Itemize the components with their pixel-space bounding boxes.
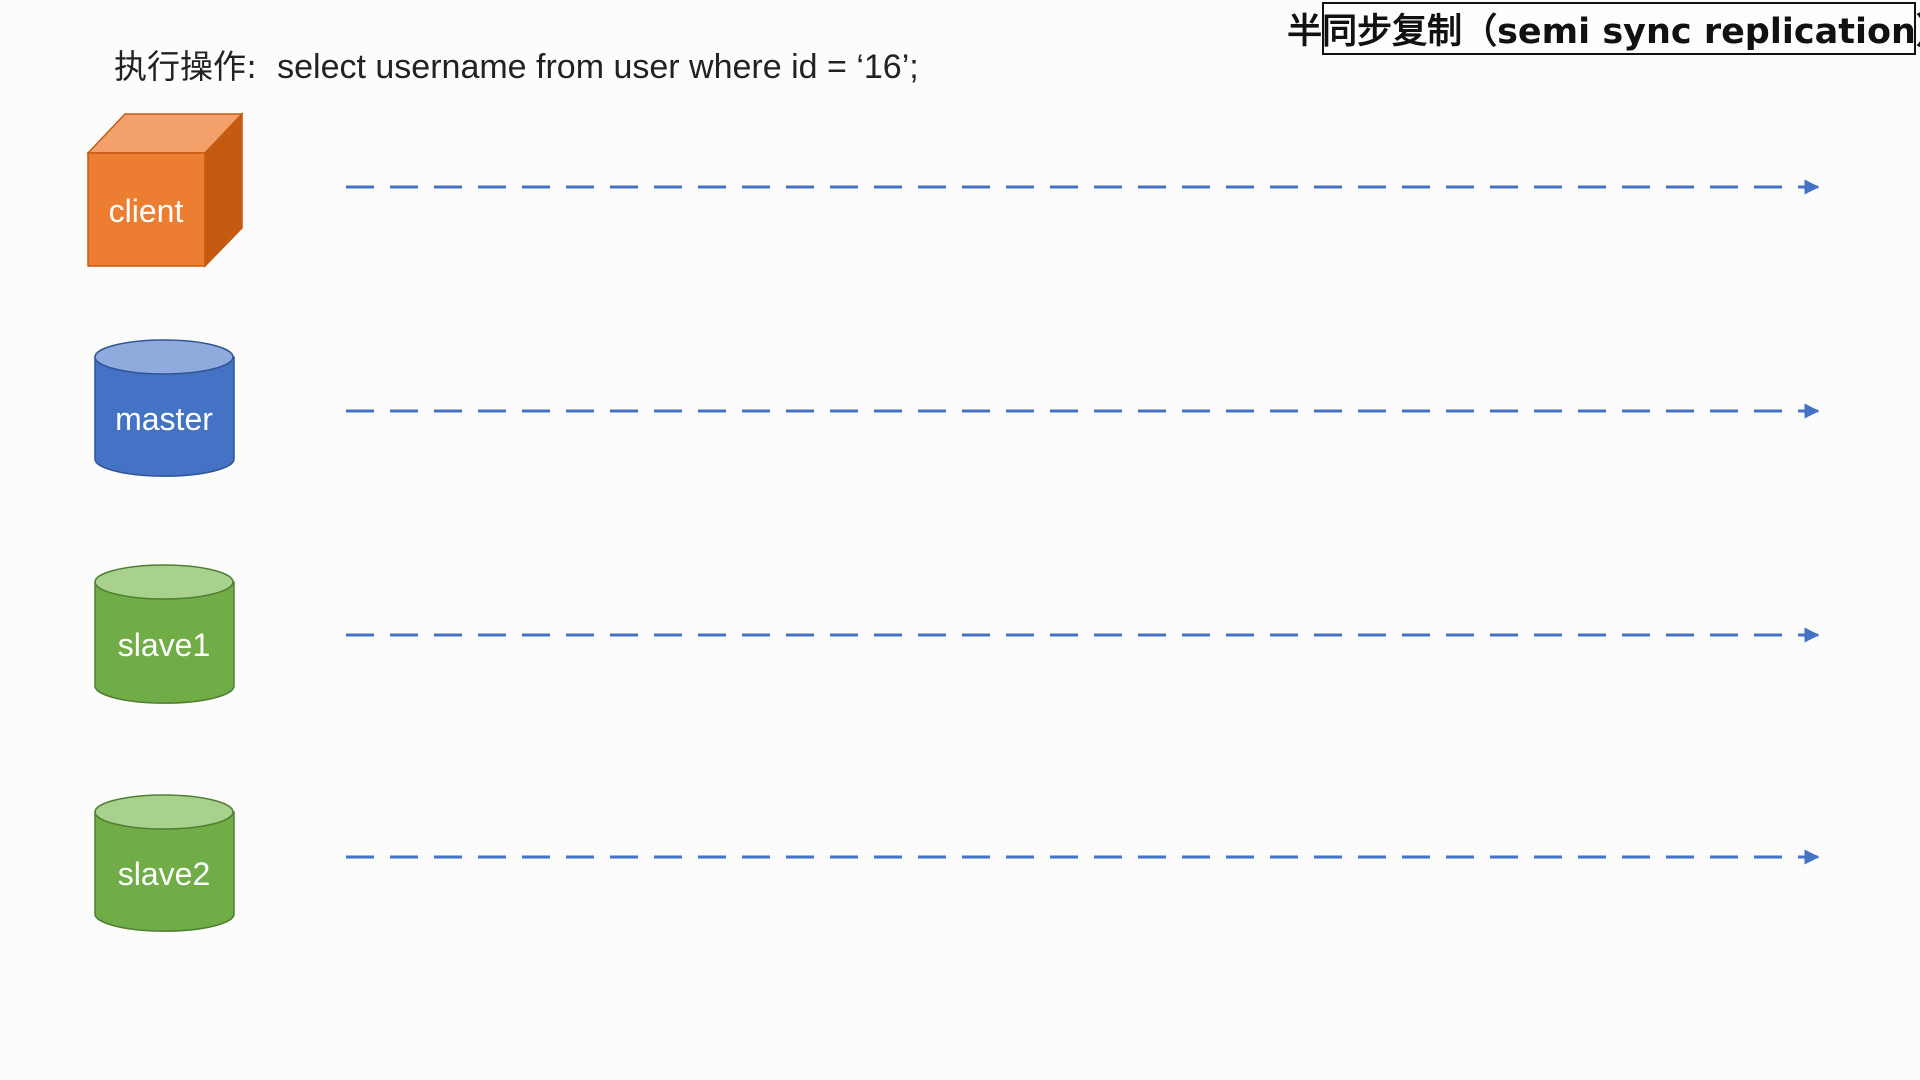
slave1-cylinder-top xyxy=(94,564,234,600)
slave2-cylinder-body xyxy=(94,811,235,932)
master-label: master xyxy=(115,401,213,437)
node-master: master xyxy=(94,339,235,477)
client-cube-front xyxy=(87,152,206,267)
master-cylinder-body xyxy=(94,356,235,477)
diagram-title: 半同步复制（semi sync replication） xyxy=(1287,2,1920,55)
slave2-cylinder-top xyxy=(94,794,234,830)
node-client: client xyxy=(86,112,244,268)
slave1-cylinder-body xyxy=(94,581,235,704)
slave1-label: slave1 xyxy=(118,627,211,663)
client-label: client xyxy=(109,193,184,229)
slave2-label: slave2 xyxy=(118,856,211,892)
operation-sql: select username from user where id = ‘16… xyxy=(277,48,919,86)
operation-label: 执行操作: xyxy=(114,47,258,86)
diagram-title-text: 半同步复制（semi sync replication） xyxy=(1287,12,1920,52)
master-cylinder-top xyxy=(94,339,234,375)
operation-caption: 执行操作: select username from user where id… xyxy=(114,40,919,88)
node-slave2: slave2 xyxy=(94,794,235,932)
node-slave1: slave1 xyxy=(94,564,235,704)
